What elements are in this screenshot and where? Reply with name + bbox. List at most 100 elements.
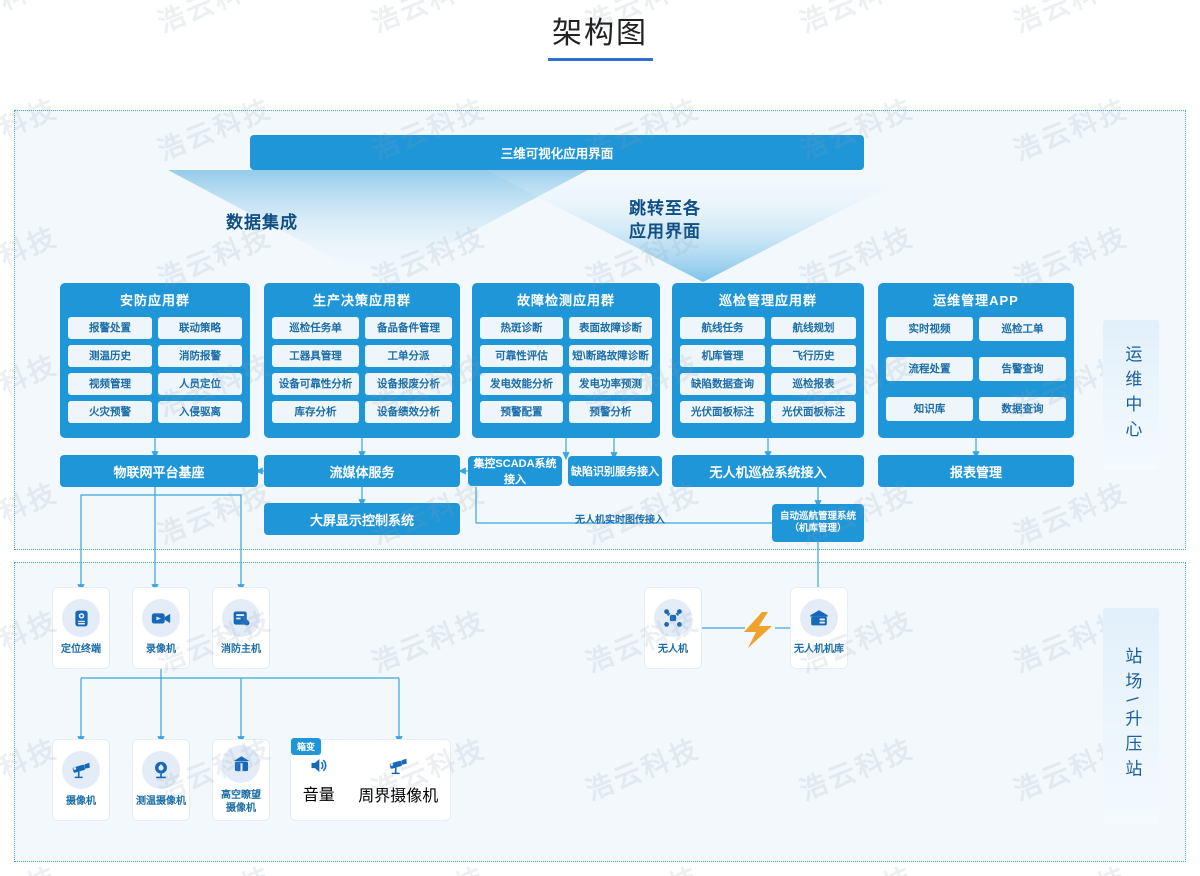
device-high-altitude-camera[interactable]: 高空瞭望 摄像机 — [213, 740, 269, 820]
chip-item[interactable]: 工单分派 — [365, 345, 452, 367]
device-label-line1: 高空瞭望 — [221, 790, 261, 801]
camera-icon — [387, 755, 409, 782]
title-underline — [548, 58, 653, 61]
high-altitude-camera-icon — [222, 745, 260, 783]
device-thermal-camera[interactable]: 测温摄像机 — [133, 740, 189, 820]
badge-box-transformer: 箱变 — [291, 738, 322, 755]
device-label: 音量 — [302, 787, 335, 804]
chip-item[interactable]: 光伏面板标注 — [680, 401, 765, 423]
chip-item[interactable]: 数据查询 — [979, 397, 1066, 421]
chip-list: 实时视频 巡检工单 流程处置 告警查询 知识库 数据查询 — [878, 317, 1074, 421]
group-fault-detection: 故障检测应用群 热斑诊断 表面故障诊断 可靠性评估 短\断路故障诊断 发电效能分… — [472, 283, 660, 438]
device-label: 周界摄像机 — [358, 787, 439, 805]
device-label: 高空瞭望 摄像机 — [221, 790, 261, 815]
device-video-recorder[interactable]: 录像机 — [133, 588, 189, 668]
device-label: 测温摄像机 — [136, 796, 186, 808]
chip-item[interactable]: 可靠性评估 — [480, 345, 563, 367]
chip-item[interactable]: 流程处置 — [886, 357, 973, 381]
group-production-decision: 生产决策应用群 巡检任务单 备品备件管理 工器具管理 工单分派 设备可靠性分析 … — [264, 283, 460, 438]
block-scada-access[interactable]: 集控SCADA系统接入 — [468, 456, 562, 486]
block-auto-nav-line2: （机库管理） — [789, 523, 847, 534]
chip-item[interactable]: 巡检工单 — [979, 317, 1066, 341]
funnel-right-label-line1: 跳转至各 — [629, 199, 701, 218]
chip-item[interactable]: 报警处置 — [68, 317, 152, 339]
chip-item[interactable]: 光伏面板标注 — [771, 401, 856, 423]
device-fire-control-host[interactable]: 消防主机 — [213, 588, 269, 668]
block-defect-recognition-access[interactable]: 缺陷识别服务接入 — [568, 456, 662, 486]
chip-item[interactable]: 联动策略 — [158, 317, 242, 339]
chip-item[interactable]: 预警配置 — [480, 401, 563, 423]
chip-item[interactable]: 航线规划 — [771, 317, 856, 339]
chip-item[interactable]: 预警分析 — [569, 401, 652, 423]
chip-list: 热斑诊断 表面故障诊断 可靠性评估 短\断路故障诊断 发电效能分析 发电功率预测… — [472, 317, 660, 423]
zone-label-station: 站场\升压站 — [1103, 608, 1159, 824]
device-label: 定位终端 — [61, 644, 101, 656]
chip-item[interactable]: 设备绩效分析 — [365, 401, 452, 423]
funnel-left — [168, 170, 588, 282]
device-label: 无人机机库 — [794, 644, 844, 656]
chip-list: 巡检任务单 备品备件管理 工器具管理 工单分派 设备可靠性分析 设备报废分析 库… — [264, 317, 460, 423]
device-camera[interactable]: 摄像机 — [53, 740, 109, 820]
group-title: 安防应用群 — [119, 293, 190, 308]
chip-item[interactable]: 测温历史 — [68, 345, 152, 367]
device-label: 消防主机 — [221, 644, 261, 656]
camera-icon — [62, 751, 100, 790]
chip-item[interactable]: 人员定位 — [158, 373, 242, 395]
block-big-screen-control[interactable]: 大屏显示控制系统 — [264, 503, 460, 535]
drone-icon — [654, 599, 692, 638]
group-patrol-management: 巡检管理应用群 航线任务 航线规划 机库管理 飞行历史 缺陷数据查询 巡检报表 … — [672, 283, 864, 438]
fire-control-icon — [222, 599, 260, 638]
chip-item[interactable]: 视频管理 — [68, 373, 152, 395]
zone-label-ops-center: 运维中心 — [1103, 320, 1159, 470]
panel-station — [14, 562, 1186, 862]
chip-item[interactable]: 表面故障诊断 — [569, 317, 652, 339]
block-auto-nav-line1: 自动巡航管理系统 — [779, 510, 856, 522]
chip-item[interactable]: 火灾预警 — [68, 401, 152, 423]
block-uav-patrol-access[interactable]: 无人机巡检系统接入 — [672, 455, 864, 487]
device-label: 无人机 — [658, 644, 688, 656]
chip-item[interactable]: 设备可靠性分析 — [272, 373, 359, 395]
chip-item[interactable]: 缺陷数据查询 — [680, 373, 765, 395]
group-title: 巡检管理应用群 — [718, 293, 817, 308]
chip-item[interactable]: 实时视频 — [886, 317, 973, 341]
group-title: 运维管理APP — [933, 293, 1019, 308]
device-label: 录像机 — [146, 644, 176, 656]
chip-item[interactable]: 短\断路故障诊断 — [569, 345, 652, 367]
funnel-right — [486, 170, 920, 282]
thermal-camera-icon — [142, 751, 180, 790]
funnel-right-label: 跳转至各 应用界面 — [610, 198, 720, 244]
group-title: 生产决策应用群 — [312, 293, 411, 308]
chip-item[interactable]: 巡检报表 — [771, 373, 856, 395]
chip-item[interactable]: 发电效能分析 — [480, 373, 563, 395]
chip-item[interactable]: 告警查询 — [979, 357, 1066, 381]
chip-item[interactable]: 知识库 — [886, 397, 973, 421]
speaker-icon — [308, 755, 329, 781]
chip-item[interactable]: 工器具管理 — [272, 345, 359, 367]
chip-item[interactable]: 飞行历史 — [771, 345, 856, 367]
chip-item[interactable]: 机库管理 — [680, 345, 765, 367]
device-drone-hangar[interactable]: 无人机机库 — [791, 588, 847, 668]
chip-item[interactable]: 消防报警 — [158, 345, 242, 367]
chip-item[interactable]: 发电功率预测 — [569, 373, 652, 395]
chip-item[interactable]: 巡检任务单 — [272, 317, 359, 339]
video-recorder-icon — [142, 599, 180, 638]
device-drone[interactable]: 无人机 — [645, 588, 701, 668]
block-iot-platform[interactable]: 物联网平台基座 — [60, 455, 258, 487]
device-perimeter-camera[interactable]: 周界摄像机 — [358, 755, 438, 806]
device-label-line2: 摄像机 — [226, 802, 256, 814]
block-auto-nav-management[interactable]: 自动巡航管理系统 （机库管理） — [772, 504, 864, 542]
chip-item[interactable]: 热斑诊断 — [480, 317, 563, 339]
chip-item[interactable]: 航线任务 — [680, 317, 765, 339]
device-group-box-transformer: 箱变 音量 — [291, 738, 450, 820]
group-title: 故障检测应用群 — [516, 293, 615, 308]
chip-item[interactable]: 入侵驱离 — [158, 401, 242, 423]
block-streaming-service[interactable]: 流媒体服务 — [264, 455, 460, 487]
chip-item[interactable]: 设备报废分析 — [365, 373, 452, 395]
chip-item[interactable]: 备品备件管理 — [365, 317, 452, 339]
banner-3d-visual-ui[interactable]: 三维可视化应用界面 — [250, 135, 864, 170]
chip-item[interactable]: 库存分析 — [272, 401, 359, 423]
device-speaker[interactable]: 音量 — [303, 755, 335, 805]
block-report-management[interactable]: 报表管理 — [878, 455, 1074, 487]
device-locator[interactable]: 定位终端 — [53, 588, 109, 668]
note-uav-live-feed: 无人机实时图传接入 — [575, 515, 665, 526]
